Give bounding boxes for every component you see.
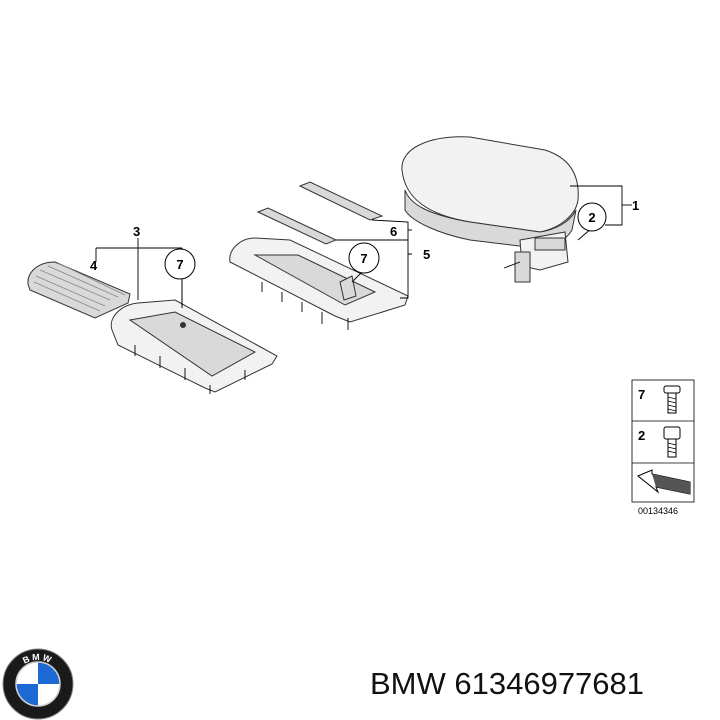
callout-7a-circle: 7 [164, 248, 196, 280]
tray-frame [229, 237, 409, 330]
callout-7b: 7 [360, 251, 367, 266]
ribbed-mat [27, 261, 131, 319]
callout-4: 4 [90, 258, 98, 273]
callout-7b-circle: 7 [348, 242, 380, 274]
diagram-code: 00134346 [638, 506, 678, 516]
bolt-icon [663, 426, 681, 458]
callout-1: 1 [632, 198, 639, 213]
screw-icon [663, 385, 681, 414]
armrest-cushion [401, 136, 579, 283]
callout-7a: 7 [176, 257, 183, 272]
callout-3: 3 [133, 224, 140, 239]
fastener-legend: 7 2 00134346 [631, 379, 695, 516]
callout-5: 5 [423, 247, 430, 262]
tray-base [110, 299, 278, 394]
logo-text: BMW [21, 652, 53, 666]
part-caption: BMW 61346977681 [370, 666, 645, 701]
callout-2: 2 [588, 210, 595, 225]
bmw-logo-icon: BMW [2, 648, 74, 720]
legend-item-2: 2 [638, 428, 645, 443]
cover-strips [256, 181, 384, 245]
callout-2-circle: 2 [577, 202, 607, 232]
svg-text:BMW: BMW [21, 652, 55, 666]
callout-6: 6 [390, 224, 397, 239]
legend-item-7: 7 [638, 387, 645, 402]
arrow-icon [637, 469, 691, 495]
